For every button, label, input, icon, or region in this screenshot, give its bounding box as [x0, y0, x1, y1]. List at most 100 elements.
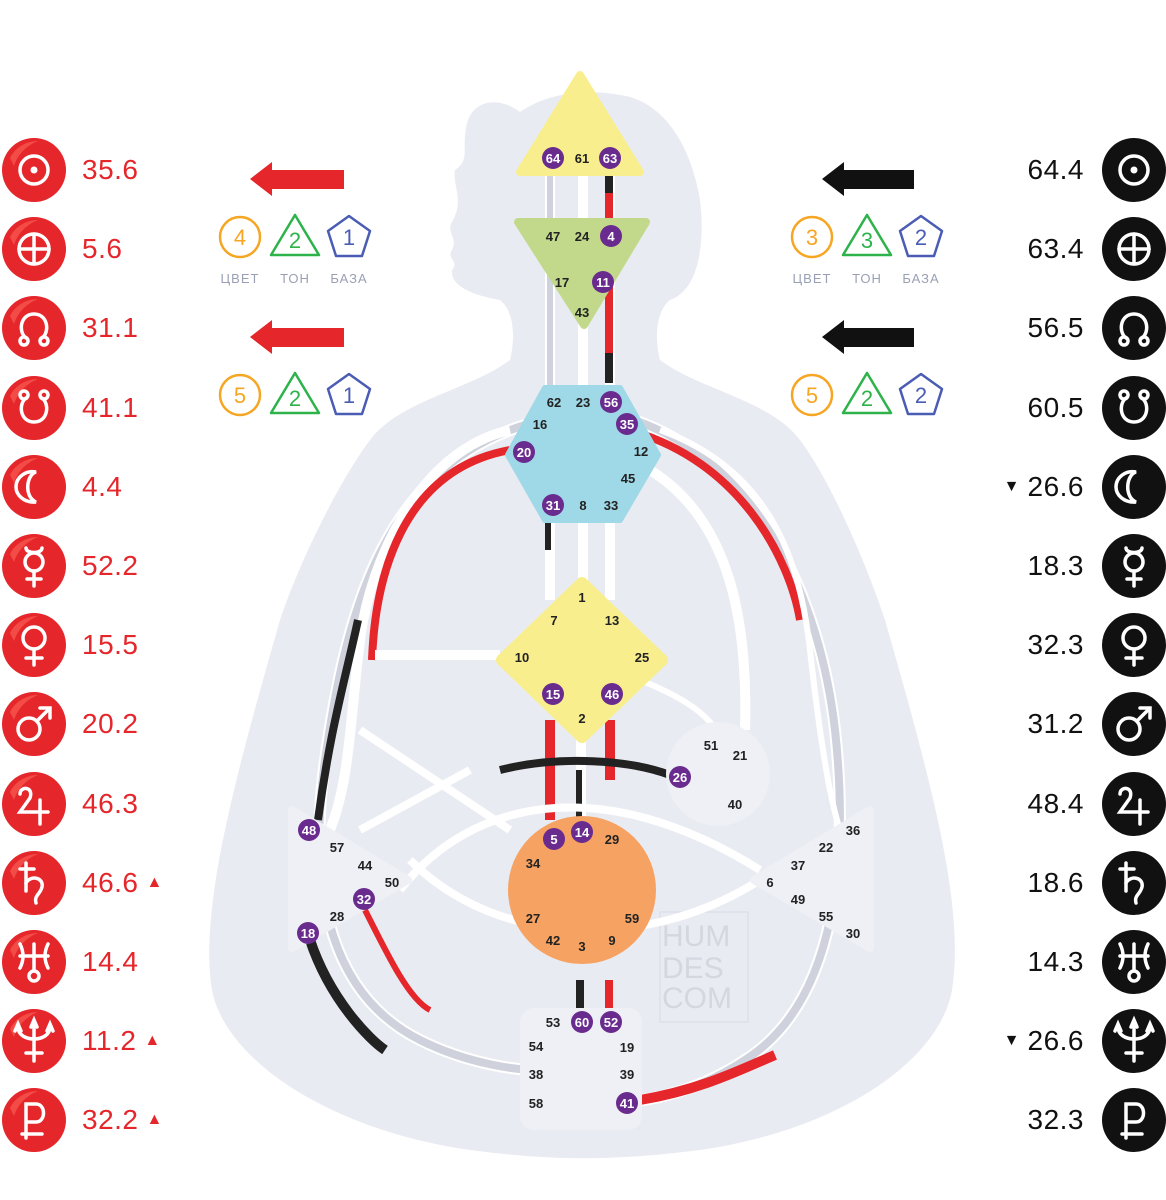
gate-11: 11 [592, 271, 614, 293]
planet-row: 56.5 [1027, 296, 1166, 361]
gate-25: 25 [635, 650, 649, 665]
gate-8: 8 [579, 498, 586, 513]
moon-icon [1102, 454, 1166, 519]
planet-value: 31.2 [1027, 708, 1084, 740]
gate-40: 40 [728, 797, 742, 812]
south-node-icon [1102, 375, 1166, 440]
planet-value: 26.6 [1027, 1025, 1084, 1057]
gate-10: 10 [515, 650, 529, 665]
gate-1: 1 [578, 590, 585, 605]
planet-value: 11.2 [82, 1025, 137, 1057]
planet-value: 15.5 [82, 629, 139, 661]
planet-value: 46.3 [82, 787, 139, 819]
gate-57: 57 [330, 840, 344, 855]
ajna-center [514, 218, 650, 329]
base-value: 1 [343, 225, 355, 250]
gate-61: 61 [575, 151, 589, 166]
mercury-icon [2, 534, 66, 598]
svg-text:26: 26 [673, 770, 687, 785]
svg-text:50: 50 [385, 875, 399, 890]
arrows [250, 162, 914, 354]
color-value: 3 [806, 225, 818, 250]
moon-icon [2, 454, 66, 519]
planet-row: 64.4 [1028, 138, 1166, 202]
gate-21: 21 [733, 748, 747, 763]
gate-18: 18 [297, 922, 319, 944]
up-mark: ▲ [146, 1111, 163, 1129]
personality-bottom-arrow [822, 320, 914, 354]
sun-icon [2, 138, 66, 202]
neptune-icon [1102, 1009, 1166, 1074]
planet-value: 14.3 [1027, 946, 1084, 977]
planet-value: 26.6 [1027, 470, 1084, 502]
svg-text:52: 52 [604, 1015, 618, 1030]
gate-54: 54 [529, 1039, 544, 1054]
svg-text:56: 56 [604, 395, 618, 410]
root-center [520, 1008, 642, 1130]
tone-label: ТОН [280, 271, 310, 286]
base-value: 2 [915, 383, 927, 408]
earth-icon [2, 217, 66, 282]
svg-text:28: 28 [330, 909, 344, 924]
tone-value: 2 [289, 228, 301, 253]
pluto-icon [1102, 1088, 1166, 1153]
gate-62: 62 [547, 395, 561, 410]
gate-55: 55 [819, 909, 833, 924]
gate-29: 29 [605, 832, 619, 847]
planet-row: 11.2▲ [2, 1009, 160, 1074]
north-node-icon [2, 296, 66, 361]
north-node-icon [1102, 296, 1166, 361]
svg-text:12: 12 [634, 444, 648, 459]
svg-text:46: 46 [605, 687, 619, 702]
gate-9: 9 [608, 933, 615, 948]
svg-text:33: 33 [604, 498, 618, 513]
svg-text:29: 29 [605, 832, 619, 847]
gate-14: 14 [571, 821, 593, 843]
gate-49: 49 [791, 892, 805, 907]
planet-row: 14.4 [2, 930, 139, 994]
color-label: ЦВЕТ [793, 271, 832, 286]
base-label: БАЗА [902, 271, 939, 286]
tone-value: 3 [861, 228, 873, 253]
planet-row: 18.3 [1028, 534, 1166, 598]
planet-row: 52.2 [2, 534, 139, 598]
svg-text:51: 51 [704, 738, 718, 753]
color-value: 5 [234, 383, 246, 408]
gate-28: 28 [330, 909, 344, 924]
gate-26: 26 [669, 766, 691, 788]
svg-text:10: 10 [515, 650, 529, 665]
planet-row: 32.3 [1028, 1088, 1166, 1153]
svg-text:34: 34 [526, 856, 541, 871]
svg-text:22: 22 [819, 840, 833, 855]
design-top-arrow [250, 162, 344, 196]
saturn-icon [1102, 850, 1166, 915]
gate-51: 51 [704, 738, 718, 753]
svg-text:43: 43 [575, 305, 589, 320]
gate-39: 39 [620, 1067, 634, 1082]
gate-34: 34 [526, 856, 541, 871]
color-label: ЦВЕТ [221, 271, 260, 286]
planet-row: 31.1 [2, 296, 139, 361]
gate-60: 60 [571, 1011, 593, 1033]
planet-value: 56.5 [1027, 312, 1084, 344]
gate-37: 37 [791, 858, 805, 873]
base-value: 1 [343, 383, 355, 408]
planet-value: 52.2 [82, 550, 139, 581]
svg-text:55: 55 [819, 909, 833, 924]
planet-value: 35.6 [82, 154, 139, 185]
gate-45: 45 [621, 471, 635, 486]
svg-text:59: 59 [625, 911, 639, 926]
gate-22: 22 [819, 840, 833, 855]
saturn-icon [2, 850, 66, 915]
tone-value: 2 [861, 386, 873, 411]
gate-38: 38 [529, 1067, 543, 1082]
svg-text:30: 30 [846, 926, 860, 941]
gate-20: 20 [513, 441, 535, 463]
planet-row: 63.4 [1028, 217, 1166, 282]
planet-row: 4.4 [2, 454, 122, 519]
gate-23: 23 [576, 395, 590, 410]
planet-row: 20.2 [2, 692, 139, 757]
planet-value: 20.2 [82, 708, 139, 740]
gate-17: 17 [555, 275, 569, 290]
